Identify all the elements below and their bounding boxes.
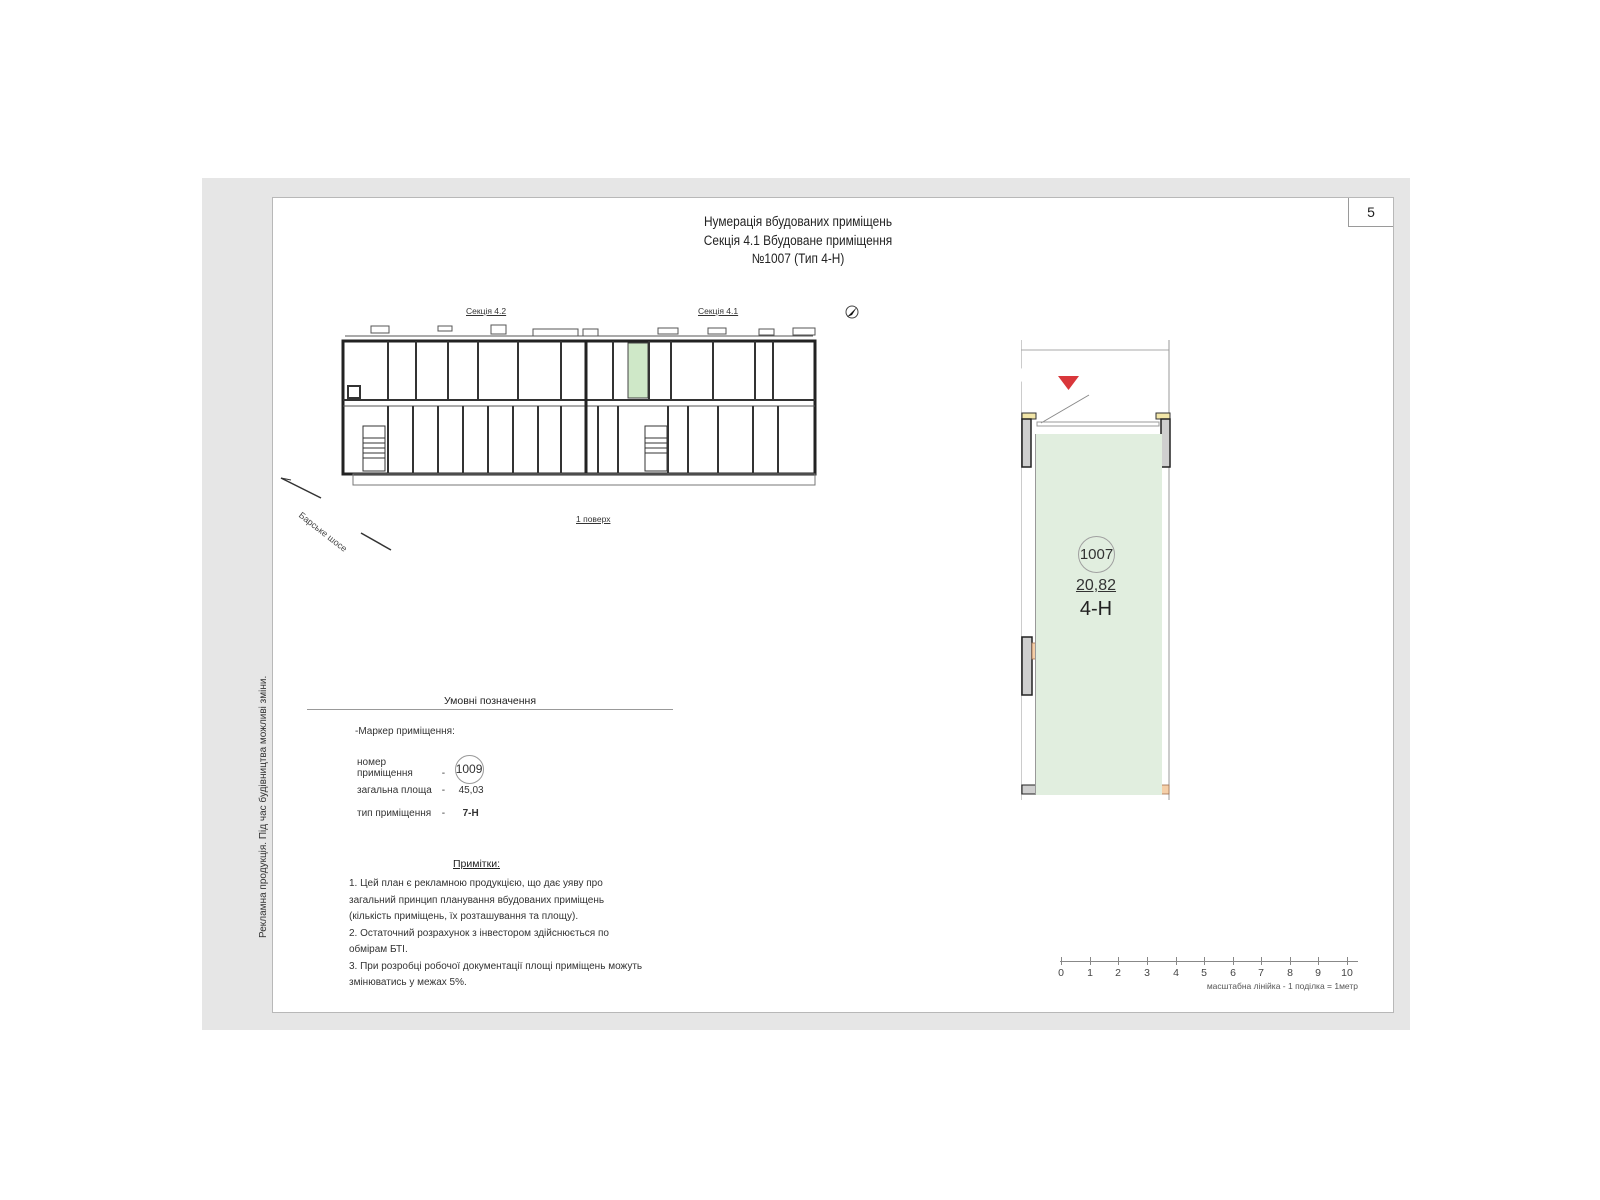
disclaimer-vertical-text: Рекламна продукція. Під час будівництва … bbox=[258, 675, 269, 938]
title-line-2: Секція 4.1 Вбудоване приміщення bbox=[703, 232, 893, 248]
document-sheet: 5 Нумерація вбудованих приміщень Секція … bbox=[258, 197, 1394, 1013]
note-item: 1. Цей план є рекламною продукцією, що д… bbox=[349, 878, 605, 922]
page-number: 5 bbox=[1348, 198, 1393, 227]
legend-title: Умовні позначення bbox=[307, 695, 673, 710]
legend-row-number: номер приміщення - 1009 bbox=[357, 754, 484, 784]
unit-detail-plan: 1007 20,82 4-Н bbox=[1021, 340, 1173, 810]
north-arrow-icon bbox=[845, 305, 859, 319]
section-label-4-1: Секція 4.1 bbox=[698, 306, 739, 316]
room-number-marker: 1009 bbox=[454, 754, 484, 784]
notes-list: 1. Цей план є рекламною продукцією, що д… bbox=[349, 876, 649, 992]
legend-label: номер приміщення bbox=[357, 757, 413, 779]
page-title: Нумерація вбудованих приміщень Секція 4.… bbox=[670, 213, 925, 269]
unit-type: 4-Н bbox=[1079, 598, 1113, 620]
legend-label: тип приміщення bbox=[357, 808, 432, 819]
scale-bar: 0 1 2 3 4 5 6 7 8 9 10 масштабна лінійка… bbox=[1058, 953, 1360, 993]
legend-area-value: 45,03 bbox=[458, 785, 484, 796]
legend-row-type: тип приміщення - 7-Н bbox=[357, 808, 479, 819]
unit-floor-area bbox=[1035, 434, 1162, 795]
legend-row-area: загальна площа - 45,03 bbox=[357, 785, 484, 796]
unit-number-marker: 1007 bbox=[1078, 536, 1115, 573]
entrance-marker-icon bbox=[1058, 376, 1079, 390]
floor-plan-drawing bbox=[280, 305, 859, 551]
section-label-4-2: Секція 4.2 bbox=[466, 306, 507, 316]
highlighted-unit-1007 bbox=[627, 342, 649, 399]
note-item: 2. Остаточний розрахунок з інвестором зд… bbox=[349, 927, 609, 956]
notes-title: Примітки: bbox=[453, 858, 500, 870]
note-item: 3. При розробці робочої документації пло… bbox=[349, 960, 643, 989]
floor-label: 1 поверх bbox=[576, 514, 611, 524]
title-line-1: Нумерація вбудованих приміщень bbox=[703, 214, 893, 229]
scale-caption: масштабна лінійка - 1 поділка = 1метр bbox=[1206, 981, 1358, 991]
legend-marker-heading: -Маркер приміщення: bbox=[355, 726, 455, 737]
legend-type-value: 7-Н bbox=[462, 808, 479, 819]
title-line-3: №1007 (Тип 4-Н) bbox=[751, 251, 845, 266]
unit-area: 20,82 bbox=[1075, 577, 1117, 594]
legend-label: загальна площа bbox=[357, 785, 432, 796]
